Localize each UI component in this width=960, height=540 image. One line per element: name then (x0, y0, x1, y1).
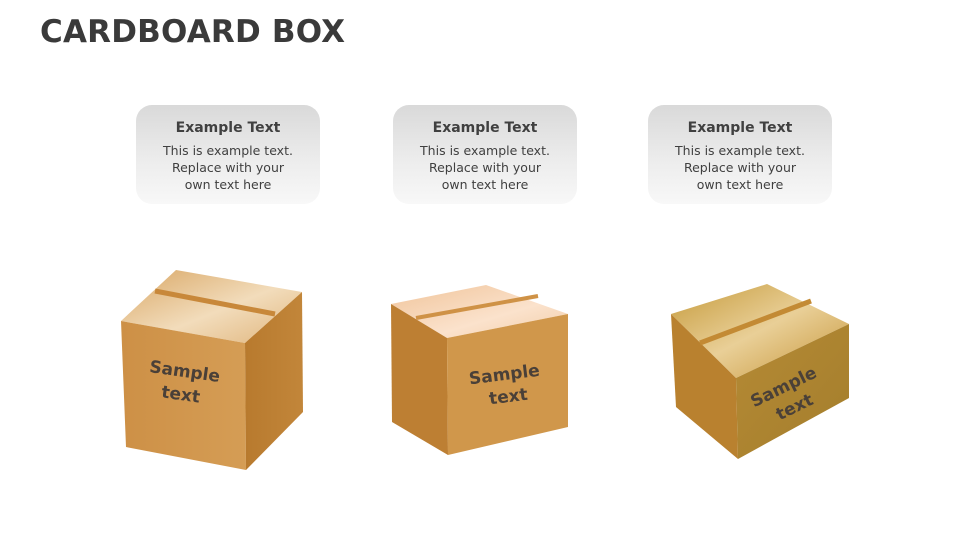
cardboard-box-1: Sample text (121, 270, 303, 470)
box-tape (415, 294, 539, 320)
card-heading: Example Text (175, 120, 281, 136)
box-top (121, 270, 302, 343)
card-heading: Example Text (432, 120, 538, 136)
cardboard-box-3: Sample text (671, 284, 849, 459)
card-heading: Example Text (687, 120, 793, 136)
card-body: This is example text. Replace with your … (675, 143, 805, 192)
box-side (245, 292, 303, 470)
box-top (671, 284, 849, 378)
box-front (121, 321, 246, 470)
info-card-1: Example Text This is example text. Repla… (136, 105, 320, 204)
card-body: This is example text. Replace with your … (420, 143, 550, 192)
box-front (736, 324, 849, 459)
box-tape (154, 288, 276, 317)
box-front (447, 314, 568, 455)
info-card-2: Example Text This is example text. Repla… (393, 105, 577, 204)
box-side (671, 314, 738, 459)
box-tape (699, 298, 812, 346)
info-card-3: Example Text This is example text. Repla… (648, 105, 832, 204)
box-label-line2: text (488, 385, 529, 410)
box-side (391, 304, 448, 455)
page-title: CARDBOARD BOX (40, 14, 346, 50)
card-body: This is example text. Replace with your … (163, 143, 293, 192)
box-top (391, 285, 568, 338)
cardboard-box-2: Sample text (391, 285, 568, 455)
